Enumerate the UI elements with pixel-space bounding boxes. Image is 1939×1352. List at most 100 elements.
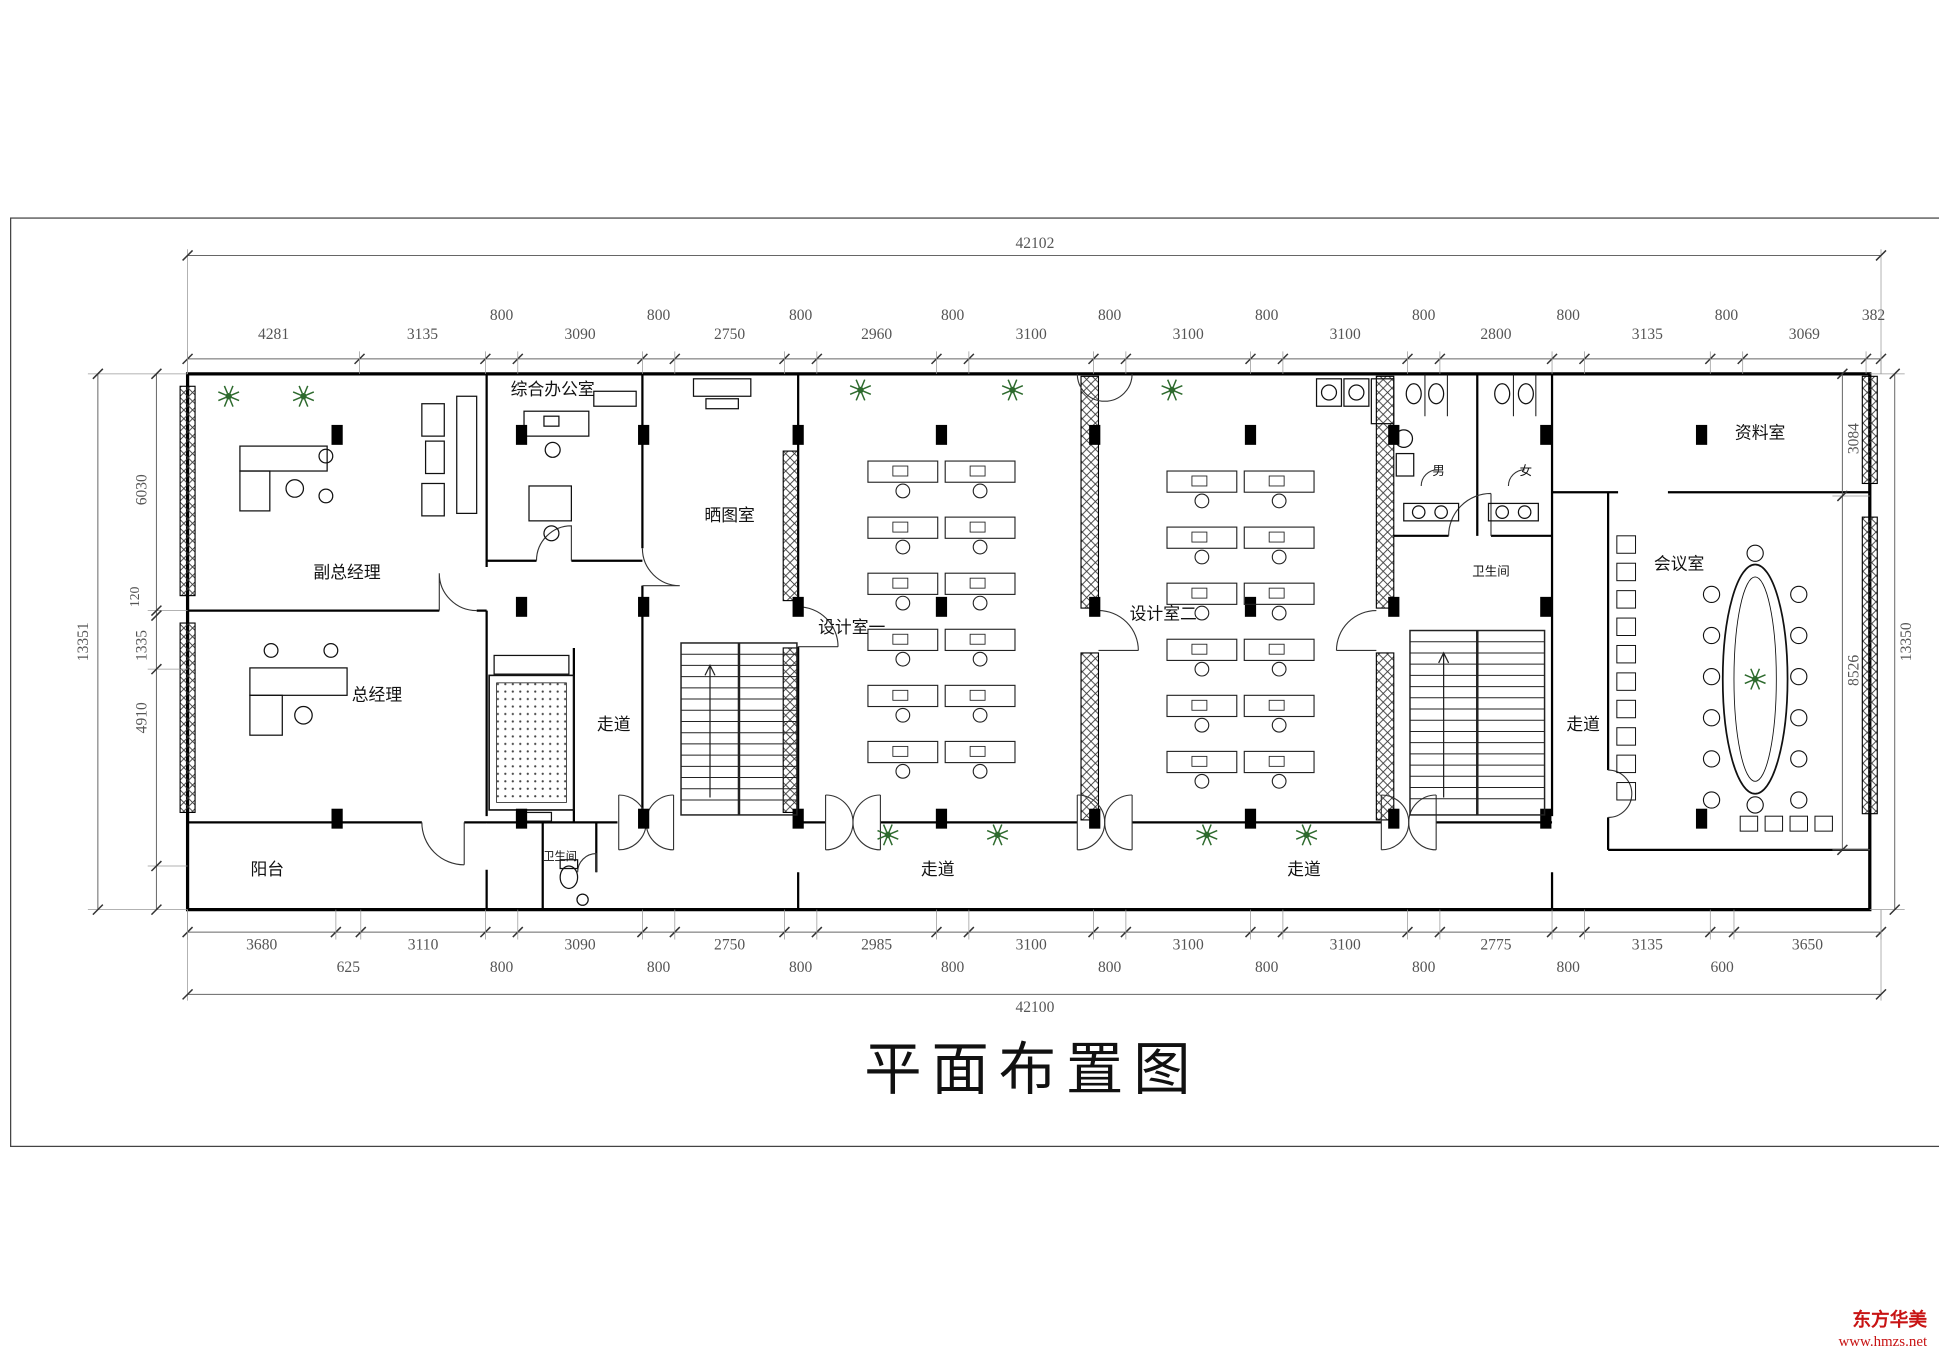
desk (1243, 638, 1315, 661)
door-deputy-gm (438, 573, 477, 612)
dim-left-3: 1335 (133, 630, 150, 661)
room-label-toilet-1: 卫生间 (543, 849, 577, 863)
monitor (1268, 699, 1285, 711)
dim-tick (150, 605, 162, 617)
chair (1194, 605, 1210, 621)
dimension-value: 800 (647, 959, 671, 976)
desk (944, 740, 1016, 764)
column (515, 424, 528, 445)
plants (218, 379, 1766, 846)
door-wc-small (577, 853, 597, 873)
staircases (680, 629, 1546, 816)
blueprint-table (705, 398, 739, 410)
double-door (825, 794, 881, 851)
dim-tick (182, 249, 194, 261)
door-design1-west (798, 606, 839, 648)
room-label-archive: 资料室 (1735, 424, 1785, 443)
door-bathroom (1448, 492, 1492, 536)
dimension-value: 3100 (1016, 326, 1047, 343)
monitor (969, 745, 986, 757)
desk (1243, 694, 1315, 718)
column (935, 808, 948, 829)
stall-partitions (1424, 373, 1537, 417)
chair (1194, 717, 1210, 733)
desk (1243, 750, 1315, 774)
column (1089, 808, 1101, 829)
appliance-drum (1348, 384, 1365, 401)
dim-right-overall: 13350 (1898, 622, 1915, 661)
desk (867, 684, 939, 708)
desk (867, 516, 939, 539)
room-label-corridor-3: 走道 (1287, 860, 1321, 879)
watermark-url: www.hmzs.net (1838, 1334, 1927, 1350)
plant-icon (1001, 379, 1024, 401)
dimension-value: 800 (789, 959, 813, 976)
watermark-brand: 东方华美 (1852, 1309, 1927, 1331)
title-block: 平面布置图 东方华美 www.hmzs.net (864, 1039, 1928, 1350)
dimension-value: 4281 (258, 326, 289, 343)
column (638, 596, 650, 617)
chair (895, 483, 911, 499)
dimension-value: 800 (1255, 959, 1279, 976)
meeting-room-furniture (1616, 535, 1833, 832)
door-design2-west (1098, 610, 1139, 652)
exterior-walls (185, 372, 1872, 912)
dimension-value: 382 (1862, 307, 1885, 324)
drawing-border (10, 217, 1939, 1148)
dim-tick (1836, 368, 1848, 380)
plant-icon (1196, 824, 1218, 846)
dim-tick (1836, 844, 1848, 856)
monitor (1191, 643, 1208, 655)
monitor (543, 415, 560, 427)
dimension-value: 625 (337, 959, 361, 976)
desk (1166, 582, 1238, 605)
column (515, 596, 528, 617)
chair (1702, 585, 1721, 604)
chair (1790, 750, 1808, 768)
chair (544, 441, 561, 458)
conference-table (1721, 563, 1789, 795)
cabinet (1616, 617, 1637, 637)
room-label-corridor-2: 走道 (921, 860, 955, 879)
dimension-value: 3100 (1330, 937, 1361, 954)
dim-right-2: 8526 (1846, 655, 1863, 686)
column (1388, 808, 1400, 829)
staircase (680, 642, 798, 816)
dimension-value: 3100 (1330, 326, 1361, 343)
double-door (1076, 794, 1133, 851)
dim-tick (92, 904, 104, 916)
column (1540, 808, 1552, 829)
labels: 副总经理 综合办公室 晒图室 设计室一 设计室二 资料室 会议室 总经理 阳台 … (75, 235, 1915, 1016)
column (1244, 808, 1257, 829)
plant-icon (849, 379, 872, 401)
dimension-value: 3100 (1173, 326, 1204, 343)
toilet (1428, 383, 1445, 405)
dim-right-1: 3084 (1846, 423, 1863, 454)
chair (1702, 626, 1721, 645)
column (1244, 596, 1257, 617)
dimension-value: 3135 (1632, 326, 1663, 343)
chair (543, 525, 560, 542)
chair (1764, 815, 1784, 832)
dim-tick (1836, 490, 1848, 502)
desk (528, 485, 572, 522)
dimension-value: 800 (1715, 307, 1739, 324)
column (1388, 424, 1400, 445)
dimension-value: 800 (490, 959, 514, 976)
staircase (1409, 629, 1546, 816)
room-label-corridor-1: 走道 (597, 715, 631, 734)
dimension-value: 3680 (246, 937, 277, 954)
cabinet (1616, 535, 1637, 554)
sink (1434, 505, 1448, 519)
column (638, 808, 650, 829)
column (331, 424, 343, 445)
dimension-value: 3650 (1792, 937, 1823, 954)
dimension-value: 800 (1412, 307, 1436, 324)
dimension-value: 800 (490, 307, 514, 324)
desk (867, 740, 939, 764)
dimension-value: 800 (1255, 307, 1279, 324)
monitor (892, 465, 909, 477)
cabinet (1616, 782, 1637, 801)
cabinet (1616, 699, 1637, 719)
dimension-value: 2750 (714, 326, 745, 343)
